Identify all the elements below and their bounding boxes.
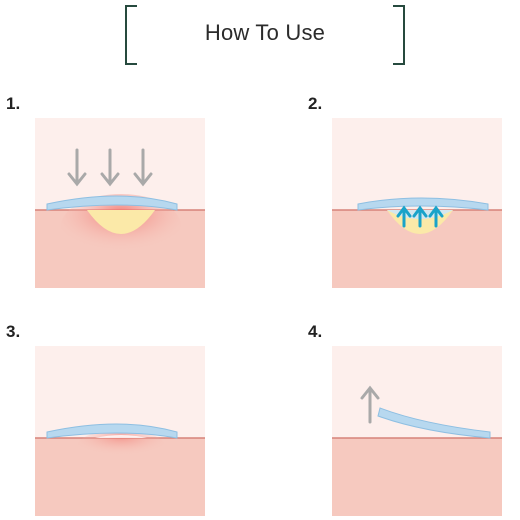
step-1-panel	[35, 118, 205, 288]
page-title: How To Use	[204, 20, 326, 45]
how-to-use-header: How To Use	[125, 5, 405, 65]
step-3-patch	[46, 423, 178, 439]
left-bracket	[125, 5, 137, 65]
step-2-absorb-arrows	[396, 205, 444, 228]
step-2-number: 2.	[308, 94, 323, 113]
step-4-peeled-patch	[377, 407, 491, 439]
step-3-panel	[35, 346, 205, 516]
step-1-pimple	[87, 210, 155, 234]
step-2-patch	[357, 197, 489, 211]
step-2-panel	[332, 118, 502, 288]
step-1-press-arrows	[67, 148, 153, 187]
step-1-patch	[46, 195, 178, 211]
step-4-peel-arrow	[360, 385, 380, 424]
right-bracket	[393, 5, 405, 65]
step-1-number: 1.	[6, 94, 21, 113]
step-4-number: 4.	[308, 322, 323, 341]
step-4-panel	[332, 346, 502, 516]
step-3-number: 3.	[6, 322, 21, 341]
